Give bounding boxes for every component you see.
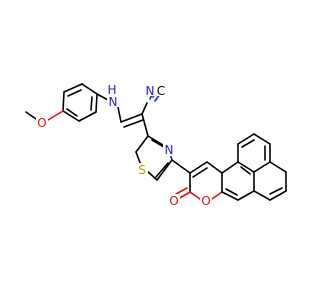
nitrile-c-text: C — [157, 84, 165, 98]
carbonyl-o-text: O — [169, 194, 178, 208]
atom-label-ring-o: O — [200, 194, 212, 208]
methoxy-bond — [47, 110, 64, 121]
methoxyphenyl-ring — [62, 83, 98, 122]
naphtho-ring-middle — [221, 161, 255, 201]
atom-label-methoxy-o: O — [36, 116, 48, 130]
amine-vinyl-bond — [117, 106, 122, 123]
molecule-structure: N H N C O S N O O — [25, 83, 287, 208]
amine-h-text: H — [107, 83, 116, 97]
thiazole-n-text: N — [165, 143, 174, 157]
atom-label-amine-h: H — [106, 83, 118, 97]
pyranone-ring — [189, 161, 223, 200]
atom-label-nitrile-c: C — [156, 84, 167, 98]
amine-n-text: N — [109, 95, 118, 109]
atom-label-nitrile-n: N — [145, 84, 156, 98]
ring-o-text: O — [201, 194, 210, 208]
methoxy-o-text: O — [37, 116, 46, 130]
atom-label-thiazole-n: N — [163, 143, 175, 157]
atom-label-thiazole-s: S — [136, 163, 148, 177]
naphtho-ring-right — [253, 161, 287, 201]
vinyl-thiazole-bond — [141, 113, 149, 137]
thiazole-coumarin-bond — [171, 159, 191, 174]
methyl-bond — [25, 111, 37, 120]
nitrile-n-text: N — [146, 84, 155, 98]
thiazole-s-text: S — [138, 163, 146, 177]
aryl-amine-bond — [96, 93, 109, 101]
naphtho-ring-top — [237, 133, 271, 173]
atom-label-carbonyl-o: O — [168, 194, 180, 208]
vinyl-double-bond — [120, 113, 143, 123]
nitrile-c-bond — [141, 102, 148, 115]
atom-label-amine-n: N — [107, 95, 119, 109]
molecule-drawing: N H N C O S N O O — [25, 83, 287, 208]
